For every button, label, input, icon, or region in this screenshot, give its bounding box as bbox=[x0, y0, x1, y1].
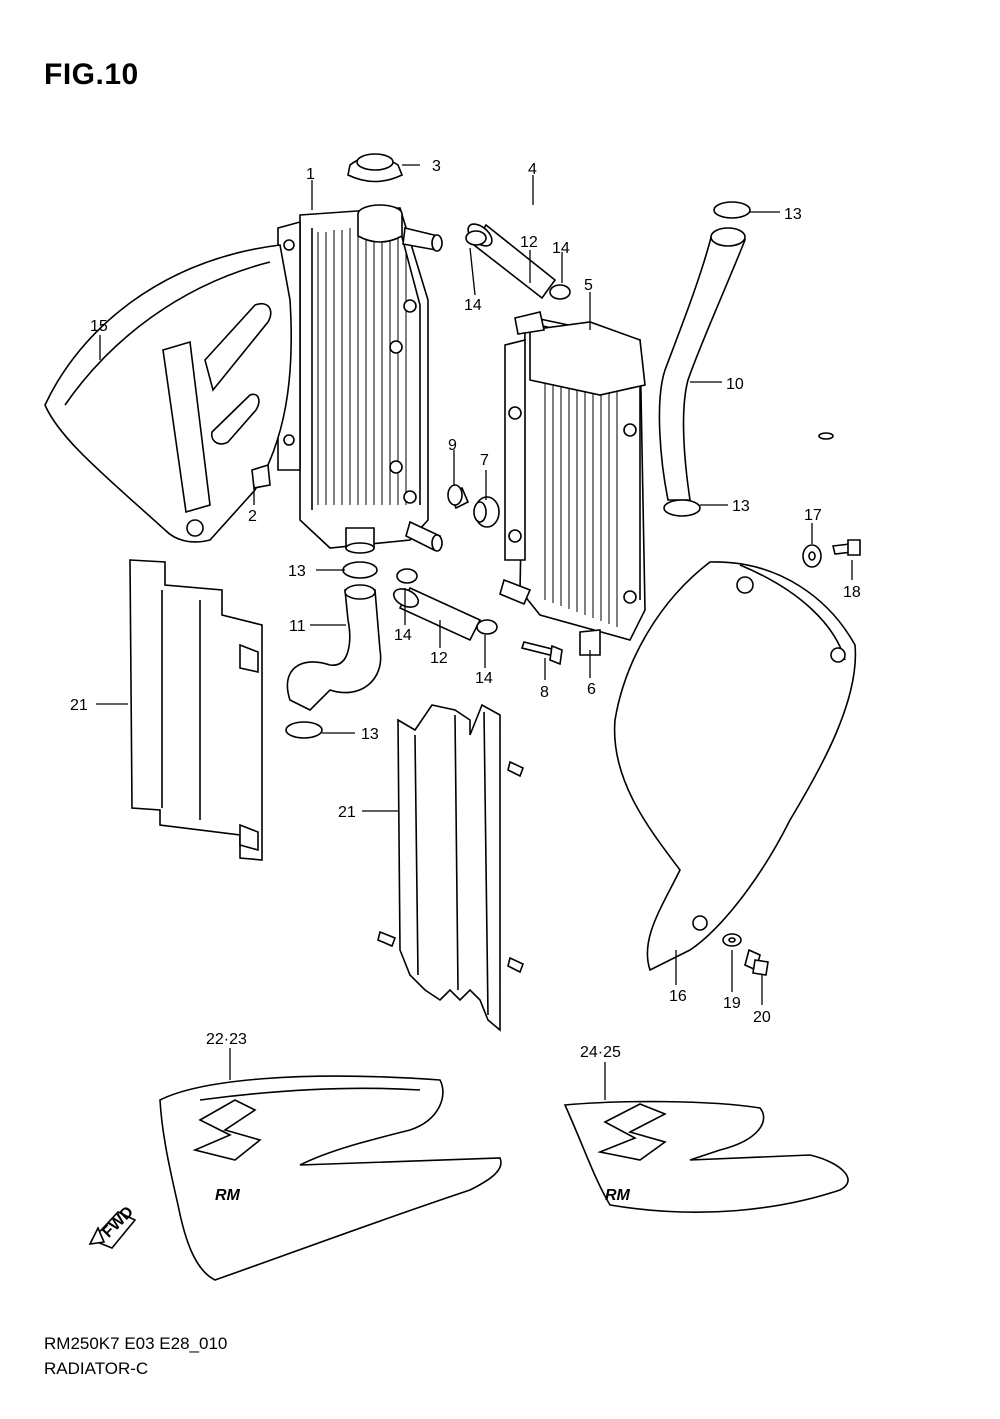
callout-16: 16 bbox=[669, 988, 687, 1005]
callout-13: 13 bbox=[288, 563, 306, 580]
drawing-name: RADIATOR-C bbox=[44, 1359, 149, 1378]
callout-4: 4 bbox=[528, 161, 537, 178]
part-shroud-right bbox=[613, 561, 857, 972]
part-hose-lower bbox=[286, 584, 382, 711]
part-decal-left: RM bbox=[159, 1075, 502, 1281]
drawing-code: RM250K7 E03 E28_010 bbox=[44, 1334, 228, 1353]
part-clamps bbox=[285, 201, 751, 739]
callout-22-23: 22·23 bbox=[206, 1031, 247, 1048]
callout-24-25: 24·25 bbox=[580, 1044, 621, 1061]
decal-left-rm-text: RM bbox=[215, 1187, 241, 1204]
part-louver-left bbox=[129, 559, 263, 861]
part-radiator-left bbox=[277, 204, 443, 554]
leader-lines bbox=[96, 164, 853, 1100]
callout-8: 8 bbox=[540, 684, 549, 701]
fwd-arrow-icon: FWD bbox=[88, 1203, 137, 1249]
callout-13: 13 bbox=[784, 206, 802, 223]
figure-title: FIG.10 bbox=[44, 58, 139, 91]
callout-10: 10 bbox=[726, 376, 744, 393]
callout-19: 19 bbox=[723, 995, 741, 1012]
callout-14: 14 bbox=[552, 240, 570, 257]
part-shroud-left bbox=[44, 244, 292, 543]
callout-3: 3 bbox=[432, 158, 441, 175]
callout-14: 14 bbox=[394, 627, 412, 644]
callout-5: 5 bbox=[584, 277, 593, 294]
part-louver-right bbox=[377, 703, 525, 1032]
callout-1: 1 bbox=[306, 166, 315, 183]
callout-13: 13 bbox=[732, 498, 750, 515]
decal-right-rm-text: RM bbox=[605, 1187, 631, 1204]
part-bolt-8 bbox=[520, 641, 563, 666]
part-hose-right bbox=[658, 227, 747, 501]
callout-17: 17 bbox=[804, 507, 822, 524]
callout-21: 21 bbox=[70, 697, 88, 714]
callout-11: 11 bbox=[289, 618, 306, 635]
callout-21: 21 bbox=[338, 804, 356, 821]
callout-20: 20 bbox=[753, 1009, 771, 1026]
callout-7: 7 bbox=[480, 452, 489, 469]
callout-9: 9 bbox=[448, 437, 457, 454]
part-radiator-cap bbox=[347, 153, 404, 183]
callout-12: 12 bbox=[430, 650, 448, 667]
callout-labels: 1 2 3 4 5 6 7 8 9 10 11 12 12 13 13 13 1… bbox=[70, 158, 861, 1061]
callout-13: 13 bbox=[361, 726, 379, 743]
part-washers-bolts bbox=[722, 539, 861, 976]
callout-18: 18 bbox=[843, 584, 861, 601]
callout-14: 14 bbox=[464, 297, 482, 314]
part-radiator-right bbox=[499, 311, 646, 656]
callout-6: 6 bbox=[587, 681, 596, 698]
callout-15: 15 bbox=[90, 318, 108, 335]
part-hose-straight bbox=[392, 223, 557, 642]
callout-2: 2 bbox=[248, 508, 257, 525]
callout-14: 14 bbox=[475, 670, 493, 687]
part-grommets bbox=[447, 484, 500, 528]
callout-12: 12 bbox=[520, 234, 538, 251]
part-breather-hose bbox=[424, 159, 834, 440]
part-decal-right: RM bbox=[563, 1100, 849, 1213]
